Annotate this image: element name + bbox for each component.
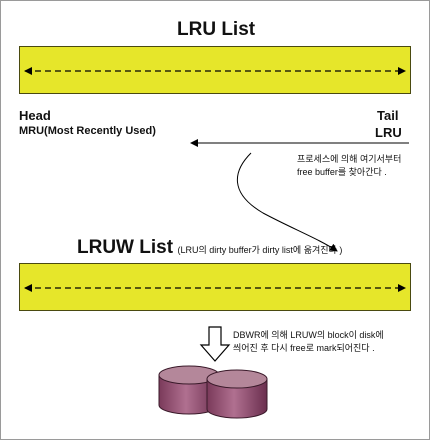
disk-icon — [158, 365, 220, 415]
process-note: 프로세스에 의해 여기서부터 free buffer를 찾아간다 . — [297, 153, 401, 179]
mru-label: MRU(Most Recently Used) — [19, 125, 156, 137]
dbwr-note: DBWR에 의해 LRUW의 block이 disk에 씌어진 후 다시 fre… — [233, 329, 384, 355]
dbwr-note-line1: DBWR에 의해 LRUW의 block이 disk에 — [233, 330, 384, 340]
process-note-line1: 프로세스에 의해 여기서부터 — [297, 154, 402, 164]
down-arrow-icon — [199, 326, 231, 362]
dbwr-note-line2: 씌어진 후 다시 free로 mark되어진다 . — [233, 343, 375, 353]
lru-label: LRU — [375, 125, 402, 140]
head-label: Head — [19, 108, 51, 123]
lruw-list-note: (LRU의 dirty buffer가 dirty list에 옮겨진다 ) — [177, 245, 343, 255]
disk-icon — [206, 369, 268, 419]
curved-arrow-icon — [237, 152, 338, 252]
lruw-list-title: LRUW List (LRU의 dirty buffer가 dirty list… — [77, 237, 342, 259]
tail-label: Tail — [377, 108, 399, 123]
lru-list-title: LRU List — [177, 19, 256, 40]
process-note-line2: free buffer를 찾아간다 . — [297, 167, 387, 177]
lruw-list-name: LRUW List — [77, 237, 174, 258]
